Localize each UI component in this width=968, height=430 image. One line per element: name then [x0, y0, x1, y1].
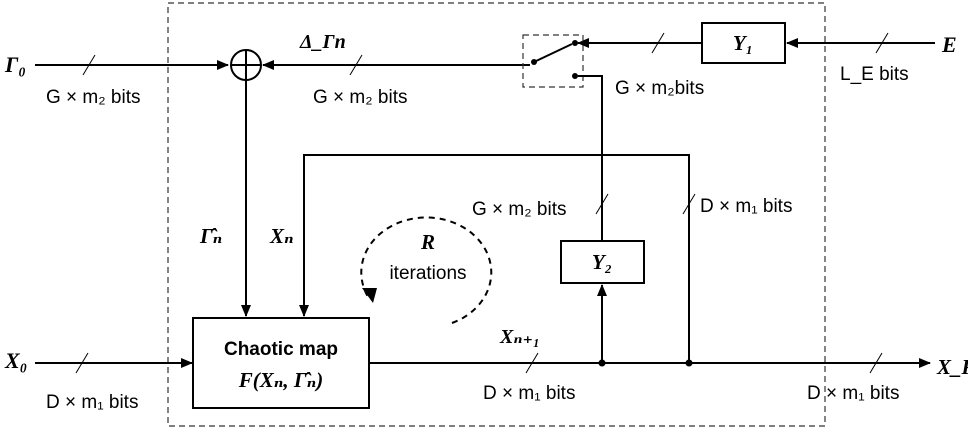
- xn-label: Xₙ: [269, 224, 294, 248]
- y1-block: [701, 22, 786, 64]
- gamma0-bits-label: G × m₂ bits: [46, 87, 140, 108]
- y2-bits-label: G × m₂ bits: [472, 199, 566, 220]
- x0-bus-slash: [75, 352, 89, 374]
- gamma-hat-label: Γ̂ₙ: [199, 224, 222, 248]
- y1-out-bus-slash: [651, 32, 665, 54]
- y2-block-label: Y₂: [592, 250, 612, 274]
- y2-out-bus-slash: [595, 193, 609, 215]
- loop-label: iterations: [389, 263, 466, 284]
- loop-count-label: R: [420, 230, 435, 254]
- iteration-loop-arc: [360, 216, 493, 324]
- xn1-label: Xₙ₊₁: [499, 326, 540, 348]
- x0-label: X₀: [4, 348, 27, 373]
- iteration-loop-arrowhead: [362, 288, 377, 303]
- delta-bus-slash: [349, 54, 363, 76]
- gamma0-label: Γ₀: [4, 52, 26, 77]
- map-function: F(Xₙ, Γ̂ₙ): [238, 368, 323, 392]
- chaotic-map-block: [192, 317, 370, 409]
- y1-block-label: Y₁: [733, 31, 753, 55]
- e-bits-label: L_E bits: [840, 64, 909, 85]
- x0-bits-label: D × m₁ bits: [46, 392, 138, 413]
- map-title: Chaotic map: [224, 339, 338, 360]
- switch-y2-line: [578, 75, 603, 241]
- xn1-bus-slash: [525, 352, 539, 374]
- y1-out-bits-label: G × m₂bits: [615, 78, 704, 99]
- feedback-bits-label: D × m₁ bits: [700, 196, 792, 217]
- gamma0-bus-slash: [82, 54, 96, 76]
- xr-label: X_R: [936, 355, 968, 379]
- e-bus-slash: [875, 32, 889, 54]
- xr-bits-label: D × m₁ bits: [807, 383, 899, 404]
- delta-bits-label: G × m₂ bits: [313, 87, 407, 108]
- switch: [531, 40, 578, 79]
- xor-adder: [230, 49, 262, 81]
- xn1-bits-label: D × m₁ bits: [483, 383, 575, 404]
- switch-box: [522, 34, 584, 88]
- delta-label: Δ_Γn: [299, 31, 346, 53]
- e-label: E: [941, 32, 957, 57]
- y2-block: [560, 240, 645, 284]
- feedback-line: [299, 154, 690, 363]
- feedback-bus-slash: [682, 193, 696, 215]
- xr-bus-slash: [869, 352, 883, 374]
